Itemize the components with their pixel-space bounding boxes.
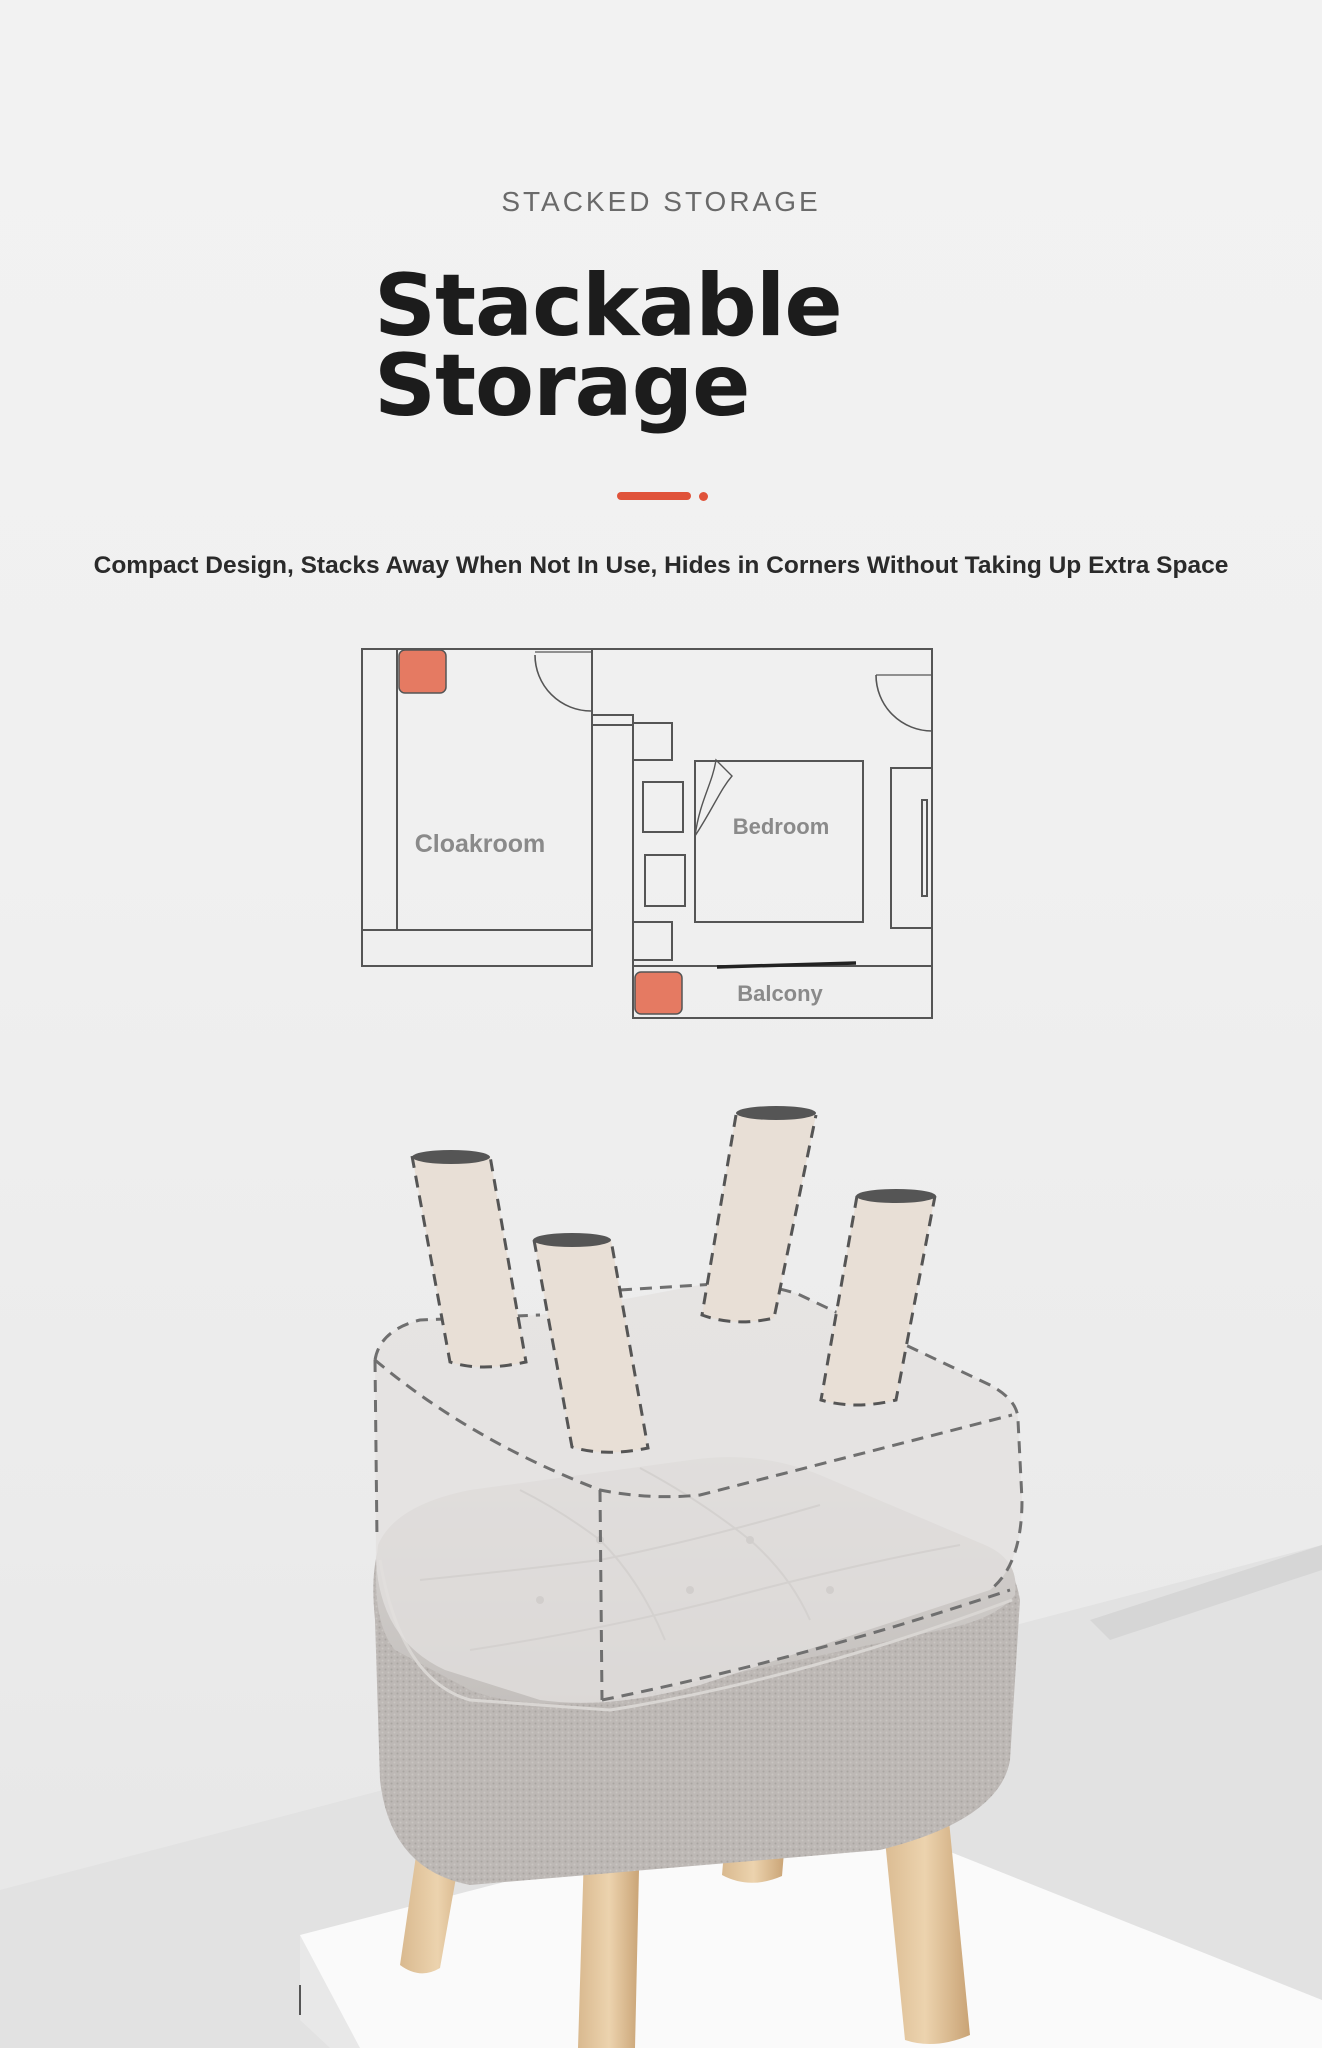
room-label-bedroom: Bedroom bbox=[733, 814, 830, 839]
section-eyebrow: STACKED STORAGE bbox=[501, 186, 821, 217]
floor-plan-diagram: Cloakroom Bedroom Balcony bbox=[361, 648, 933, 1019]
cloakroom-outline bbox=[361, 648, 593, 967]
page-title: Stackable Storage bbox=[374, 256, 843, 436]
accent-divider bbox=[617, 492, 691, 500]
floating-legs bbox=[410, 1106, 937, 1454]
stool-legs bbox=[400, 1760, 970, 2048]
feature-subtitle: Compact Design, Stacks Away When Not In … bbox=[93, 552, 1229, 579]
title-line-2: Storage bbox=[374, 336, 750, 436]
bedroom-bed bbox=[694, 760, 864, 923]
accent-dot bbox=[699, 492, 708, 501]
room-label-cloakroom: Cloakroom bbox=[415, 830, 546, 858]
stool-marker-cloakroom bbox=[398, 649, 447, 694]
title-line-1: Stackable bbox=[374, 256, 843, 356]
stool-marker-balcony bbox=[634, 971, 683, 1015]
room-label-balcony: Balcony bbox=[737, 981, 823, 1006]
white-platform bbox=[300, 1800, 1322, 2048]
